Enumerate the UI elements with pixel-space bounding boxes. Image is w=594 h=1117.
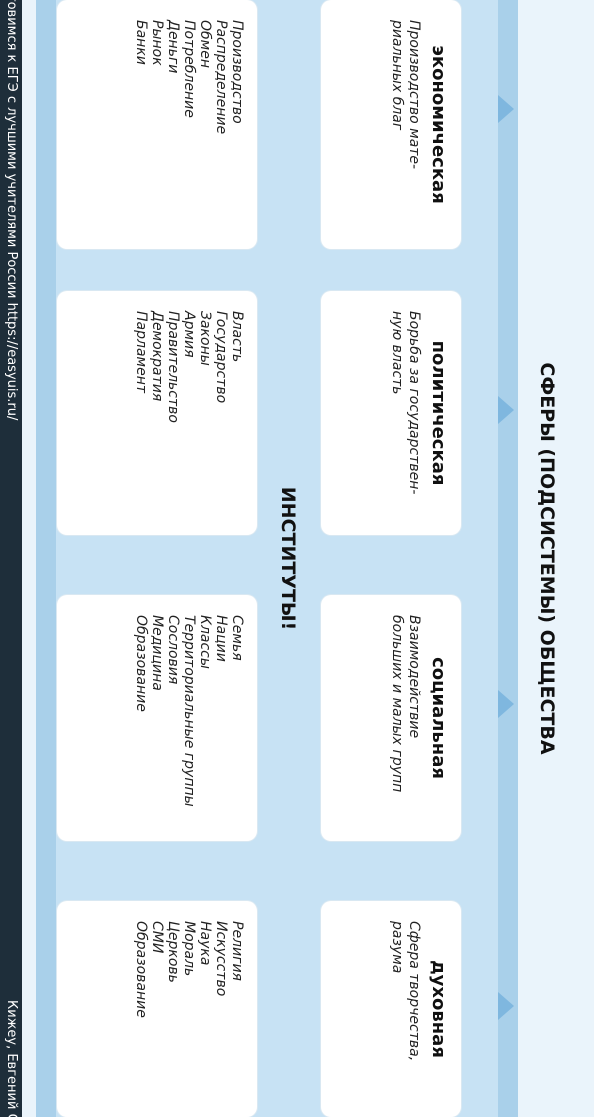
list-item: Распределение	[213, 20, 229, 135]
institutions-card-economic: Производство Распределение Обмен Потребл…	[57, 0, 257, 249]
list-item: Семья	[229, 615, 245, 661]
footer-link[interactable]: товимся к ЕГЭ с лучшими учителями России…	[4, 0, 19, 421]
list-item: Образование	[133, 921, 149, 1018]
sphere-description: Сфера творчества, разума	[389, 921, 422, 1062]
sphere-card-economic: экономическая Производство мате- риальны…	[321, 0, 461, 249]
sphere-title: политическая	[428, 340, 449, 486]
list-item: Церковь	[165, 921, 181, 983]
footer-author: Кижеу, Евгений Сергее	[4, 1000, 19, 1117]
list-item: Банки	[133, 20, 149, 65]
list-item: Нации	[213, 615, 229, 662]
list-item: Производство	[229, 20, 245, 124]
footer-bar: товимся к ЕГЭ с лучшими учителями России…	[0, 0, 22, 1117]
list-item: СМИ	[149, 921, 165, 954]
list-item: Мораль	[181, 921, 197, 977]
sphere-title: духовная	[428, 960, 449, 1058]
list-item: Образование	[133, 615, 149, 712]
bottom-band	[36, 0, 56, 1117]
page-title: СФЕРЫ (ПОДСИСТЕМЫ) ОБЩЕСТВА	[536, 362, 558, 755]
list-item: Искусство	[213, 921, 229, 997]
sphere-description: Борьба за государствен- ную власть	[389, 311, 422, 495]
sphere-card-social: социальная Взаимодействие больших и малы…	[321, 595, 461, 841]
institutions-card-political: Власть Государство Законы Армия Правител…	[57, 291, 257, 535]
sphere-description: Производство мате- риальных благ	[389, 20, 422, 170]
list-item: Рынок	[149, 20, 165, 66]
list-item: Армия	[181, 311, 197, 358]
list-item: Религия	[229, 921, 245, 981]
list-item: Правительство	[165, 311, 181, 423]
sphere-description: Взаимодействие больших и малых групп	[389, 615, 422, 793]
institutions-card-social: Семья Нации Классы Территориальные групп…	[57, 595, 257, 841]
list-item: Классы	[197, 615, 213, 669]
sphere-title: социальная	[428, 657, 449, 779]
institutes-title: ИНСТИТУТЫ!	[277, 486, 299, 631]
institutions-card-spiritual: Религия Искусство Наука Мораль Церковь С…	[57, 901, 257, 1117]
list-item: Законы	[197, 311, 213, 366]
list-item: Государство	[213, 311, 229, 404]
list-item: Медицина	[149, 615, 165, 691]
list-item: Власть	[229, 311, 245, 363]
top-band	[498, 0, 518, 1117]
list-item: Сословия	[165, 615, 181, 685]
sphere-card-political: политическая Борьба за государствен- ную…	[321, 291, 461, 535]
list-item: Деньги	[165, 20, 181, 74]
sphere-card-spiritual: духовная Сфера творчества, разума	[321, 901, 461, 1117]
list-item: Потребление	[181, 20, 197, 118]
list-item: Обмен	[197, 20, 213, 68]
list-item: Парламент	[133, 311, 149, 394]
sphere-title: экономическая	[428, 45, 449, 204]
list-item: Демократия	[149, 311, 165, 402]
list-item: Территориальные группы	[181, 615, 197, 807]
list-item: Наука	[197, 921, 213, 966]
